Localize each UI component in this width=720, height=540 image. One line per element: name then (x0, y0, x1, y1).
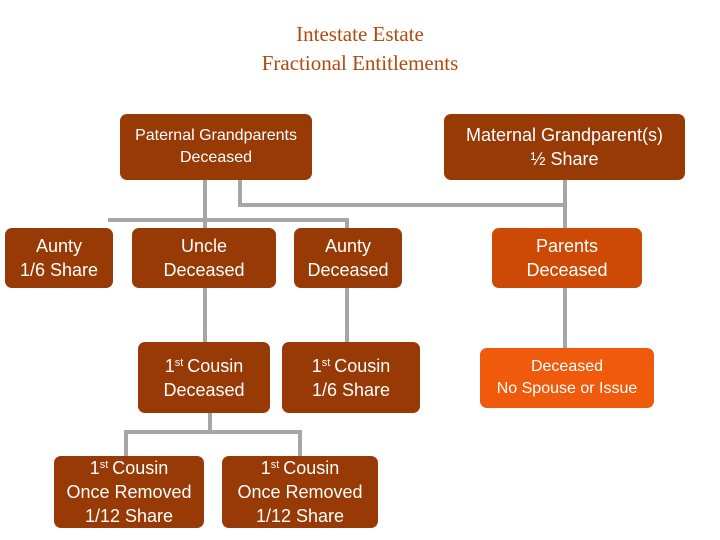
node-aunty-deceased: Aunty Deceased (294, 228, 402, 288)
node-aunty-share-line-1: Aunty (35, 236, 83, 256)
node-cousin-removed-b-line-2: Once Removed (237, 482, 363, 502)
node-uncle: Uncle Deceased (132, 228, 276, 288)
node-aunty-deceased-line-1: Aunty (324, 236, 372, 256)
node-cousin-removed-b-line-3: 1/12 Share (255, 506, 345, 526)
cousin-label: Cousin (112, 458, 169, 478)
node-cousin-deceased-line-2: Deceased (163, 379, 245, 400)
node-maternal-grandparents-line-2: ½ Share (530, 149, 599, 169)
node-uncle-line-2: Deceased (163, 260, 245, 280)
node-cousin-share-line-2: 1/6 Share (311, 379, 391, 400)
cousin-label: Cousin (187, 355, 244, 376)
node-parents-line-2: Deceased (526, 260, 608, 280)
node-cousin-removed-a-line-3: 1/12 Share (84, 506, 174, 526)
node-aunty-share: Aunty 1/6 Share (5, 228, 113, 288)
node-aunty-deceased-line-2: Deceased (307, 260, 389, 280)
node-deceased-self-line-2: No Spouse or Issue (496, 380, 638, 397)
node-maternal-grandparents-line-1: Maternal Grandparent(s) (465, 125, 664, 145)
node-parents: Parents Deceased (492, 228, 642, 288)
node-parents-line-1: Parents (535, 236, 599, 256)
ordinal-number: 1 (89, 458, 100, 478)
diagram-title-line-2: Fractional Entitlements (261, 51, 459, 75)
node-uncle-line-1: Uncle (180, 236, 228, 256)
cousin-label: Cousin (283, 458, 340, 478)
ordinal-suffix: st (321, 356, 331, 369)
ordinal-suffix: st (174, 356, 184, 369)
node-paternal-grandparents-line-2: Deceased (179, 149, 253, 166)
ordinal-suffix: st (99, 459, 109, 471)
node-deceased-self: Deceased No Spouse or Issue (480, 348, 654, 408)
ordinal-number: 1 (311, 355, 322, 376)
node-paternal-grandparents-line-1: Paternal Grandparents (135, 127, 297, 144)
diagram-title-line-1: Intestate Estate (296, 22, 424, 46)
node-cousin-removed-a-line-2: Once Removed (66, 482, 192, 502)
node-paternal-grandparents: Paternal Grandparents Deceased (120, 114, 312, 180)
node-aunty-share-line-2: 1/6 Share (19, 260, 99, 280)
ordinal-number: 1 (164, 355, 175, 376)
ordinal-number: 1 (260, 458, 271, 478)
node-deceased-self-line-1: Deceased (530, 358, 604, 375)
node-maternal-grandparents: Maternal Grandparent(s) ½ Share (444, 114, 685, 180)
ordinal-suffix: st (270, 459, 280, 471)
cousin-label: Cousin (334, 355, 391, 376)
